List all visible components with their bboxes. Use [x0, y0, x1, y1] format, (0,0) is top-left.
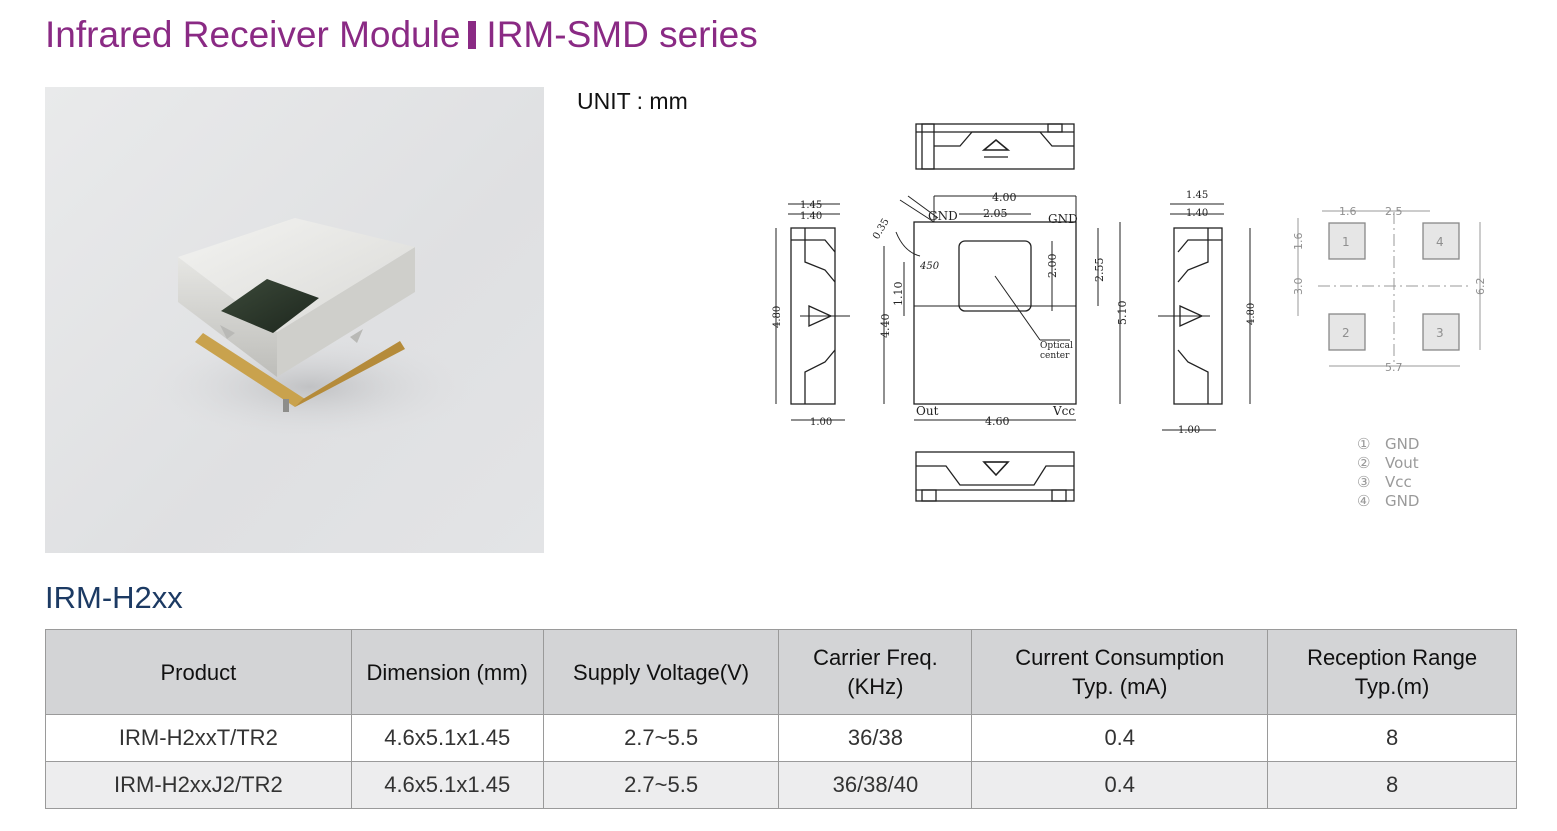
cell-dimension: 4.6x5.1x1.45	[350, 761, 544, 809]
cell-range: 8	[1267, 761, 1517, 809]
dim-right-4-80: 4.80	[1246, 303, 1257, 325]
table-header-row: Product Dimension (mm) Supply Voltage(V)…	[45, 629, 1517, 715]
label-gnd-right: GND	[1048, 212, 1078, 226]
dim-right-1-40: 1.40	[1186, 208, 1208, 219]
cell-product: IRM-H2xxJ2/TR2	[45, 761, 352, 809]
pad-number-2: 2	[1342, 326, 1350, 340]
pad-number-4: 4	[1436, 235, 1444, 249]
cell-carrier-freq: 36/38/40	[778, 761, 973, 809]
pin-2-number: ②	[1357, 454, 1370, 472]
dim-2-55: 2.55	[1093, 258, 1106, 283]
dim-right-1-45: 1.45	[1186, 190, 1208, 201]
title-left: Infrared Receiver Module	[45, 14, 461, 55]
pin-4-name: GND	[1385, 492, 1419, 510]
dim-1-10: 1.10	[892, 282, 905, 307]
dim-left-1-45: 1.45	[800, 200, 822, 211]
cell-range: 8	[1267, 714, 1517, 762]
dim-0-35: 0.35	[871, 217, 892, 242]
cell-supply-voltage: 2.7~5.5	[542, 761, 780, 809]
label-vcc: Vcc	[1052, 404, 1075, 418]
header-product: Product	[45, 629, 352, 715]
dim-2-00: 2.00	[1046, 254, 1059, 279]
front-view	[883, 195, 1121, 421]
cell-current: 0.4	[971, 714, 1269, 762]
pad-number-3: 3	[1436, 326, 1444, 340]
pad-dim-1-6: 1.6	[1339, 205, 1357, 218]
cell-carrier-freq: 36/38	[778, 714, 973, 762]
section-title: IRM-H2xx	[45, 580, 183, 615]
pin-2-name: Vout	[1385, 454, 1419, 472]
pin-1-number: ①	[1357, 435, 1370, 453]
dim-left-4-80: 4.80	[772, 306, 783, 328]
pad-dim-6-2: 6.2	[1474, 278, 1487, 296]
label-center: center	[1040, 351, 1070, 361]
pad-dim-3-0: 3.0	[1292, 278, 1305, 296]
dim-4-00: 4.00	[992, 191, 1017, 204]
cell-supply-voltage: 2.7~5.5	[542, 714, 780, 762]
title-right: IRM-SMD series	[486, 14, 758, 55]
dim-45-deg: 450	[919, 261, 940, 272]
cell-dimension: 4.6x5.1x1.45	[350, 714, 544, 762]
dimension-drawing: 4.00 2.05 GND GND 2.00 2.55 5.10 4.40 1.…	[772, 123, 1487, 510]
right-side-view	[1158, 203, 1251, 431]
label-optical: Optical	[1040, 341, 1073, 351]
dim-left-1-00: 1.00	[810, 417, 832, 428]
pin-1-name: GND	[1385, 435, 1419, 453]
cell-product: IRM-H2xxT/TR2	[45, 714, 352, 762]
pin-4-number: ④	[1357, 492, 1370, 510]
pin-3-number: ③	[1357, 473, 1370, 491]
product-photo	[45, 87, 544, 553]
spec-table: Product Dimension (mm) Supply Voltage(V)…	[45, 629, 1517, 809]
pad-layout	[1297, 210, 1481, 367]
pad-dim-5-7: 5.7	[1385, 361, 1403, 374]
dim-2-05: 2.05	[983, 207, 1008, 220]
pad-dim-1-6-v: 1.6	[1292, 233, 1305, 251]
pin-legend: ① GND ② Vout ③ Vcc ④ GND	[1357, 435, 1419, 510]
header-supply-voltage: Supply Voltage(V)	[542, 629, 780, 715]
label-out: Out	[916, 404, 939, 418]
header-carrier-freq: Carrier Freq.(KHz)	[778, 629, 973, 715]
label-gnd-left: GND	[928, 209, 958, 223]
left-side-view	[775, 203, 850, 421]
ir-module-render	[145, 218, 475, 442]
dim-left-1-40: 1.40	[800, 211, 822, 222]
dim-4-40: 4.40	[879, 314, 892, 339]
header-dimension: Dimension (mm)	[350, 629, 544, 715]
dim-4-60: 4.60	[985, 415, 1010, 428]
unit-label: UNIT : mm	[577, 88, 688, 114]
dim-right-1-00: 1.00	[1178, 425, 1200, 436]
pad-number-1: 1	[1342, 235, 1350, 249]
table-row: IRM-H2xxJ2/TR2 4.6x5.1x1.45 2.7~5.5 36/3…	[45, 761, 1517, 809]
dim-5-10: 5.10	[1116, 301, 1129, 326]
title-separator	[468, 21, 477, 49]
cell-current: 0.4	[971, 761, 1269, 809]
page-title: Infrared Receiver Module IRM-SMD series	[45, 14, 758, 56]
pin-3-name: Vcc	[1385, 473, 1412, 491]
top-side-view	[915, 123, 1075, 170]
pad-dim-2-5: 2.5	[1385, 205, 1403, 218]
bottom-side-view	[915, 451, 1075, 502]
table-row: IRM-H2xxT/TR2 4.6x5.1x1.45 2.7~5.5 36/38…	[45, 714, 1517, 762]
